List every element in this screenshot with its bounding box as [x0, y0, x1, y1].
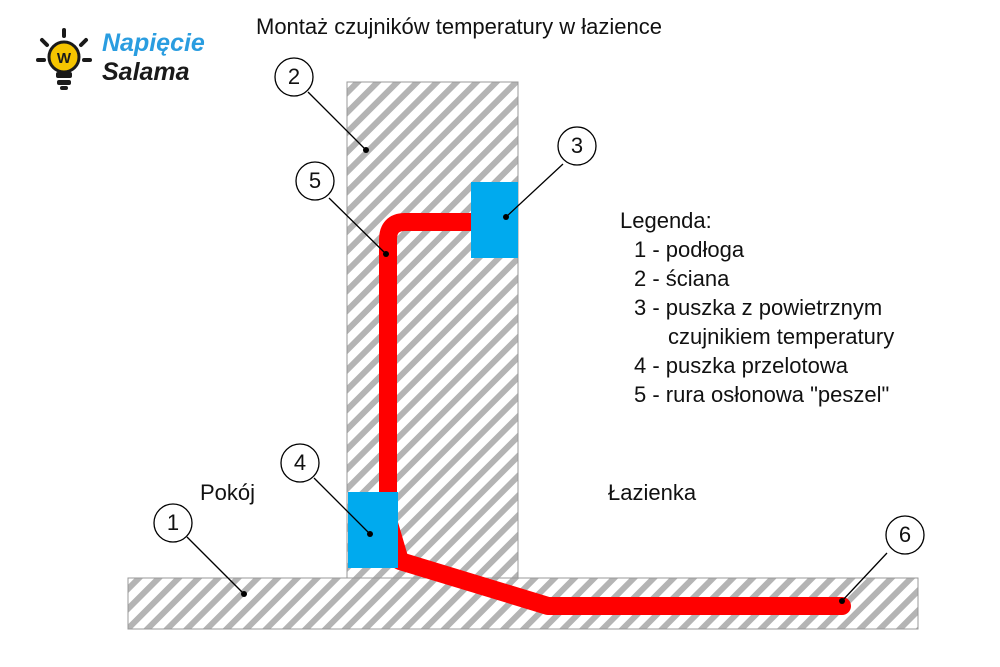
- marker-label-3: 3: [570, 133, 584, 158]
- marker-label-6: 6: [898, 522, 912, 547]
- leader-line-6: [841, 552, 888, 602]
- leader-dot-5: [383, 251, 389, 257]
- logo-text-napiecie: Napięcie: [102, 29, 205, 57]
- legend-item: 4 - puszka przelotowa: [634, 353, 848, 378]
- marker-circle-1: [153, 503, 193, 543]
- lightbulb-icon: W: [36, 28, 92, 90]
- room-label-right: Łazienka: [608, 480, 697, 505]
- marker-circle-2: [274, 57, 314, 97]
- leader-dot-1: [241, 591, 247, 597]
- diagram-title: Montaż czujników temperatury w łazience: [256, 14, 662, 39]
- junction-box: [348, 492, 398, 568]
- legend: Legenda: 1 - podłoga 2 - ściana 3 - pusz…: [620, 206, 894, 409]
- legend-item-continued: czujnikiem temperatury: [668, 324, 895, 349]
- leader-dot-2: [363, 147, 369, 153]
- legend-item: 3 - puszka z powietrznym: [634, 295, 883, 320]
- room-label-left: Pokój: [200, 480, 256, 505]
- leader-line-3: [505, 163, 564, 218]
- marker-label-2: 2: [287, 64, 301, 89]
- legend-item: 5 - rura osłonowa "peszel": [634, 382, 890, 407]
- legend-item: 2 - ściana: [634, 266, 730, 291]
- leader-dot-6: [839, 598, 845, 604]
- leader-line-2: [307, 91, 367, 151]
- marker-circle-5: [295, 161, 335, 201]
- logo-badge: W: [57, 50, 72, 67]
- leader-dot-3: [503, 214, 509, 220]
- marker-circle-6: [885, 515, 925, 555]
- legend-item: 1 - podłoga: [634, 237, 745, 262]
- marker-label-4: 4: [293, 450, 307, 475]
- leader-dot-4: [367, 531, 373, 537]
- logo-text-salama: Salama: [102, 58, 190, 86]
- marker-label-5: 5: [308, 168, 322, 193]
- site-logo: W Napięcie Salama: [36, 26, 216, 96]
- leader-line-1: [186, 536, 245, 595]
- legend-heading: Legenda:: [620, 208, 712, 233]
- marker-label-1: 1: [166, 510, 180, 535]
- marker-circle-4: [280, 443, 320, 483]
- marker-circle-3: [557, 126, 597, 166]
- leader-line-4: [313, 477, 371, 535]
- sensor-box: [471, 182, 518, 258]
- leader-line-5: [328, 197, 387, 255]
